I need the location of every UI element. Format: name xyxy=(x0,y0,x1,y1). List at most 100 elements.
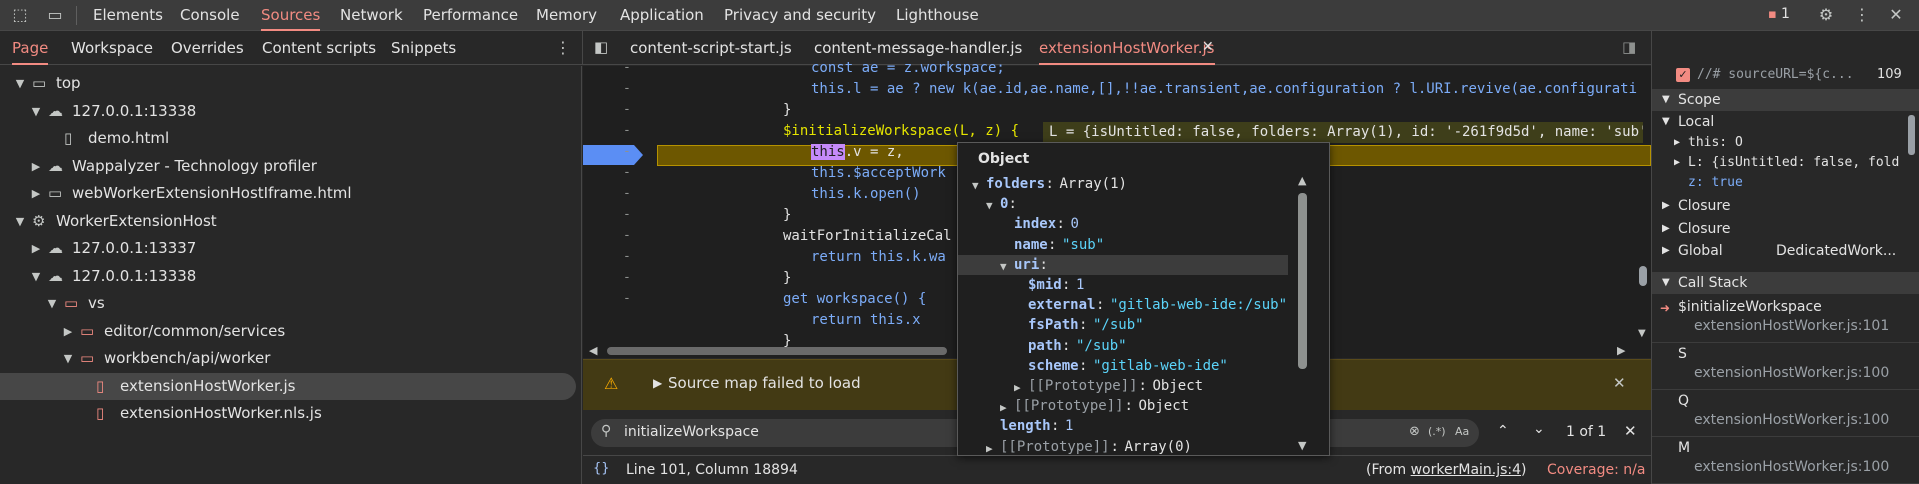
scope-header[interactable]: ▼ Scope xyxy=(1652,89,1919,111)
scroll-left-icon[interactable]: ◀ xyxy=(589,344,598,357)
scroll-thumb[interactable] xyxy=(607,347,947,355)
object-property-row[interactable]: ▼uri: xyxy=(958,254,1288,275)
sidebar-scroll-thumb[interactable] xyxy=(1908,115,1915,155)
object-property-row[interactable]: ▼folders:Array(1) xyxy=(958,174,1288,194)
object-property-row[interactable]: ▶[[Prototype]]:Object xyxy=(958,396,1288,416)
object-property-row[interactable]: path:"/sub" xyxy=(958,336,1288,356)
line-gutter[interactable]: ------------ xyxy=(583,60,663,358)
expand-warning-icon[interactable]: ▶ xyxy=(653,376,663,390)
vertical-scroll-thumb[interactable] xyxy=(1639,266,1647,286)
scope-global[interactable]: ▶ Global DedicatedWork... xyxy=(1652,241,1919,263)
scope-closure-2[interactable]: ▶ Closure xyxy=(1652,219,1919,241)
code-line[interactable]: return this.x xyxy=(811,312,921,328)
scope-z[interactable]: z: true xyxy=(1652,174,1919,194)
object-property-row[interactable]: external:"gitlab-web-ide:/sub" xyxy=(958,295,1288,315)
expanded-arrow-icon[interactable]: ▼ xyxy=(986,199,993,213)
expanded-arrow-icon[interactable]: ▼ xyxy=(63,352,73,365)
navigator-menu-icon[interactable]: ⋮ xyxy=(555,38,571,57)
scroll-down-icon[interactable]: ▼ xyxy=(1298,439,1307,452)
tab-privacy-security[interactable]: Privacy and security xyxy=(724,6,876,24)
collapsed-arrow-icon[interactable]: ▶ xyxy=(1014,381,1021,394)
object-property-row[interactable]: length:1 xyxy=(958,416,1288,436)
gutter-marker[interactable]: - xyxy=(623,144,631,159)
gutter-marker[interactable]: - xyxy=(623,228,631,243)
tab-page[interactable]: Page xyxy=(12,31,49,65)
code-line[interactable]: } xyxy=(783,333,792,349)
tab-snippets[interactable]: Snippets xyxy=(391,39,457,57)
scope-local[interactable]: ▼ Local xyxy=(1652,113,1919,133)
frame-location[interactable]: extensionHostWorker.js:100 xyxy=(1694,459,1890,475)
gutter-marker[interactable]: - xyxy=(623,165,631,180)
frame-location[interactable]: extensionHostWorker.js:101 xyxy=(1694,318,1890,334)
collapsed-arrow-icon[interactable]: ▶ xyxy=(31,187,41,200)
gutter-marker[interactable]: - xyxy=(623,249,631,264)
expanded-arrow-icon[interactable]: ▼ xyxy=(47,297,57,310)
tab-application[interactable]: Application xyxy=(620,6,704,24)
previous-match-icon[interactable]: ⌃ xyxy=(1497,423,1509,439)
tree-item[interactable]: ▼▭workbench/api/worker xyxy=(0,345,576,372)
object-property-row[interactable]: ▶[[Prototype]]:Array(0) xyxy=(958,437,1288,457)
issues-count[interactable]: 1 xyxy=(1781,6,1790,22)
tree-item[interactable]: ▶▭editor/common/services xyxy=(0,318,576,345)
scope-closure-1[interactable]: ▶ Closure xyxy=(1652,196,1919,218)
watch-row[interactable]: ✓ //# sourceURL=${c... 109 xyxy=(1652,66,1919,88)
gutter-marker[interactable]: - xyxy=(623,81,631,96)
frame-location[interactable]: extensionHostWorker.js:100 xyxy=(1694,365,1890,381)
match-case-toggle[interactable]: Aa xyxy=(1455,425,1470,438)
file-tab-extension-host-worker[interactable]: extensionHostWorker.js xyxy=(1039,31,1215,65)
source-origin-link[interactable]: workerMain.js:4 xyxy=(1410,462,1522,478)
regex-toggle[interactable]: (.*) xyxy=(1428,425,1446,438)
horizontal-scrollbar[interactable]: ◀ ▶ xyxy=(583,344,1651,358)
issues-icon[interactable]: ▪ xyxy=(1768,7,1777,22)
breakpoint-marker[interactable] xyxy=(583,145,643,165)
gutter-marker[interactable]: - xyxy=(623,270,631,285)
checkbox-icon[interactable]: ✓ xyxy=(1676,68,1690,82)
clear-search-icon[interactable]: ⊗ xyxy=(1409,424,1420,439)
code-line[interactable]: } xyxy=(783,270,792,286)
object-property-row[interactable]: $mid:1 xyxy=(958,275,1288,295)
collapsed-arrow-icon[interactable]: ▶ xyxy=(1000,401,1007,415)
toggle-debugger-icon[interactable]: ◨ xyxy=(1622,38,1637,56)
scope-this[interactable]: ▶ this: O xyxy=(1652,134,1919,154)
object-property-row[interactable]: scheme:"gitlab-web-ide" xyxy=(958,356,1288,376)
scroll-right-icon[interactable]: ▶ xyxy=(1617,344,1626,357)
scroll-down-icon[interactable]: ▼ xyxy=(1638,328,1646,339)
code-line[interactable]: waitForInitializeCal xyxy=(783,228,952,244)
object-property-row[interactable]: name:"sub" xyxy=(958,235,1288,255)
gutter-marker[interactable]: - xyxy=(623,207,631,222)
collapsed-arrow-icon[interactable]: ▶ xyxy=(31,159,41,173)
tree-item[interactable]: ▯extensionHostWorker.nls.js xyxy=(0,400,576,427)
callstack-header[interactable]: ▼ Call Stack xyxy=(1652,272,1919,294)
settings-gear-icon[interactable]: ⚙ xyxy=(1818,5,1834,24)
object-property-row[interactable]: fsPath:"/sub" xyxy=(958,315,1288,335)
code-line[interactable]: return this.k.wa xyxy=(811,249,946,265)
expanded-arrow-icon[interactable]: ▼ xyxy=(31,104,41,118)
tab-memory[interactable]: Memory xyxy=(536,6,598,24)
close-search-icon[interactable]: ✕ xyxy=(1624,422,1637,440)
next-match-icon[interactable]: ⌄ xyxy=(1533,421,1545,437)
collapsed-arrow-icon[interactable]: ▶ xyxy=(31,242,41,255)
inspect-element-icon[interactable]: ⬚ xyxy=(12,5,28,24)
gutter-marker[interactable]: - xyxy=(623,186,631,201)
search-input[interactable]: initializeWorkspace xyxy=(624,424,759,440)
gutter-marker[interactable]: - xyxy=(623,123,631,138)
device-toolbar-icon[interactable]: ▭ xyxy=(47,5,63,24)
code-line[interactable]: } xyxy=(783,207,792,223)
tab-elements[interactable]: Elements xyxy=(93,6,163,24)
expanded-arrow-icon[interactable]: ▼ xyxy=(972,179,979,192)
tab-sources[interactable]: Sources xyxy=(261,0,321,31)
tree-item[interactable]: ▯demo.html xyxy=(0,125,576,152)
tab-overrides[interactable]: Overrides xyxy=(171,39,244,57)
tree-item[interactable]: ▶☁127.0.0.1:13337 xyxy=(0,235,576,262)
scope-L[interactable]: ▶ L: {isUntitled: false, fold xyxy=(1652,154,1919,174)
tab-network[interactable]: Network xyxy=(340,6,403,24)
tree-item[interactable]: ▼☁127.0.0.1:13338 xyxy=(0,263,576,290)
code-line[interactable]: this.$acceptWork xyxy=(811,165,946,181)
tree-item[interactable]: ▶▭webWorkerExtensionHostIframe.html xyxy=(0,180,576,207)
tab-content-scripts[interactable]: Content scripts xyxy=(262,39,377,57)
expanded-arrow-icon[interactable]: ▼ xyxy=(31,269,41,283)
object-property-row[interactable]: ▼0: xyxy=(958,194,1288,214)
